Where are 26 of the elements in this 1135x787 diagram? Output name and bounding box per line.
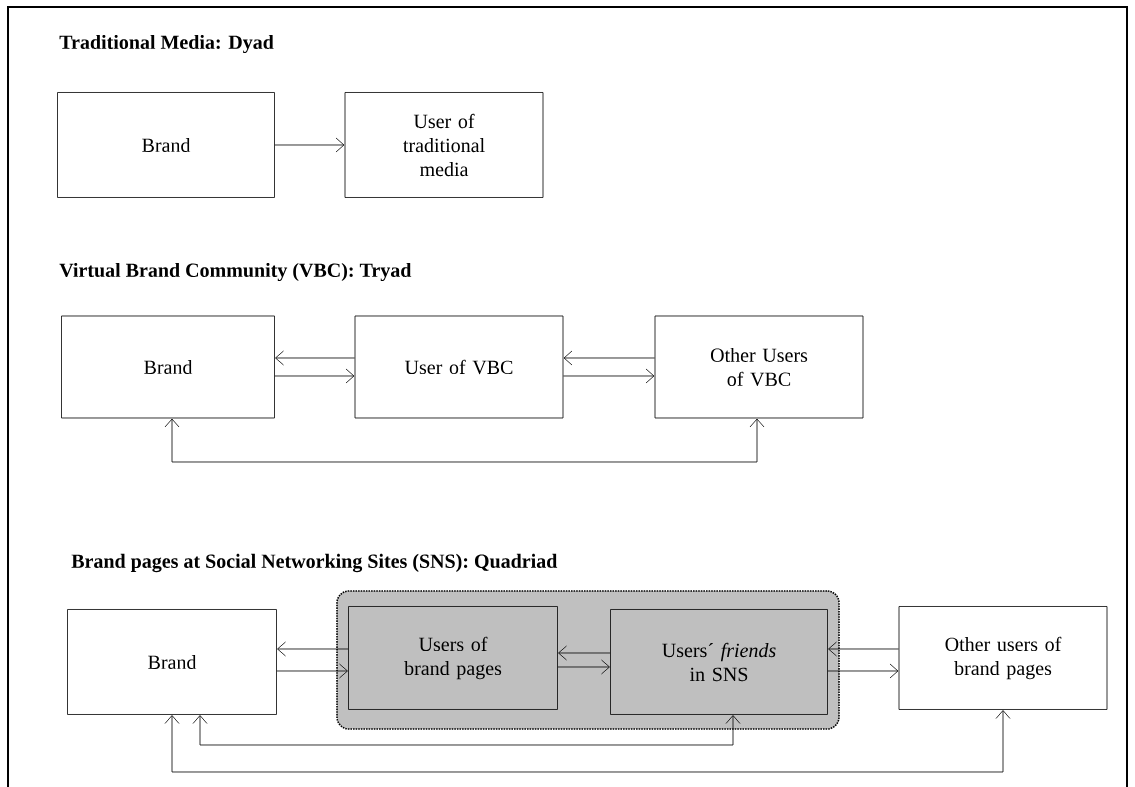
arrow <box>557 659 610 675</box>
section-heading: Virtual Brand Community (VBC): Tryad <box>59 262 412 282</box>
arrow <box>164 710 1011 773</box>
arrow <box>558 645 611 661</box>
section-heading: Traditional Media: Dyad <box>59 34 274 54</box>
arrow <box>563 368 655 384</box>
process-box: Users of brand pages <box>348 606 558 710</box>
arrow <box>563 350 655 366</box>
section-heading: Brand pages at Social Networking Sites (SNS): Quadriad <box>71 553 558 573</box>
arrow <box>164 418 765 463</box>
process-box: Brand <box>61 315 275 419</box>
arrow <box>274 368 355 384</box>
process-box: User of traditional media <box>344 92 544 198</box>
arrow <box>828 641 899 657</box>
arrow <box>277 641 349 657</box>
process-box: Brand <box>57 92 275 198</box>
arrow <box>827 663 899 679</box>
process-box: Other Users of VBC <box>654 315 864 419</box>
arrow <box>192 715 741 746</box>
process-box: User of VBC <box>354 315 564 419</box>
process-box: Brand <box>67 609 277 715</box>
arrow <box>276 663 348 679</box>
process-box: Users´ friends in SNS <box>610 609 828 715</box>
arrow <box>275 350 355 366</box>
arrow <box>274 137 345 153</box>
process-box: Other users of brand pages <box>898 606 1108 710</box>
